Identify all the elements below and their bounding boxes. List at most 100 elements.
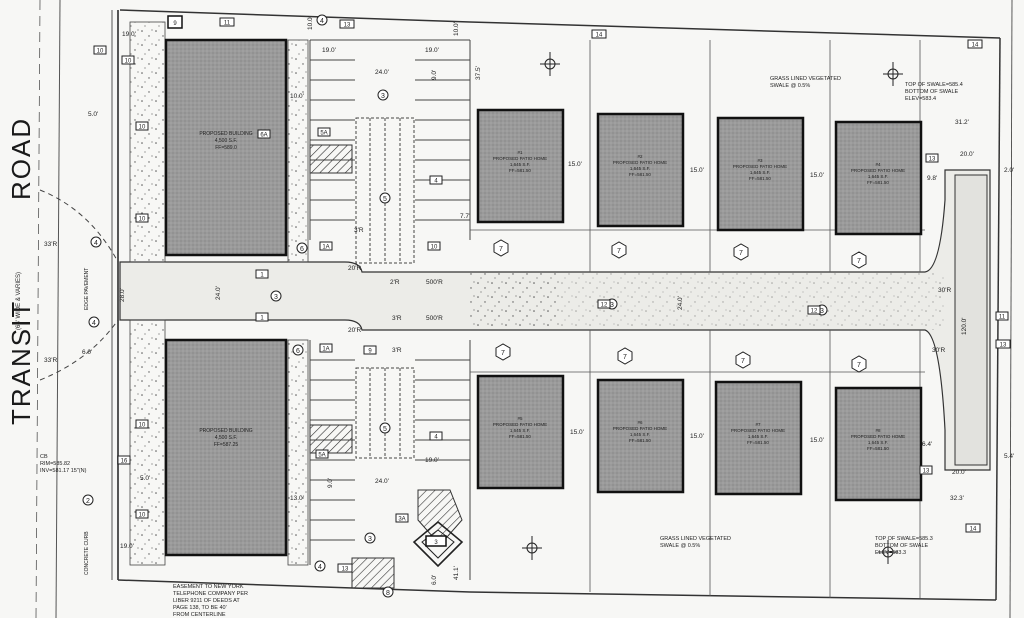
tag-10: 10 [135,419,149,429]
tag-12: 12 [597,299,611,309]
hex-label: 7 [617,248,621,255]
hex-callout-7: 7 [733,243,749,261]
callout-6: 6 [292,344,304,356]
elevation-note: TOP OF SWALE=585.4 [905,82,963,88]
tag-label: 1 [260,316,264,322]
tag-11: 11 [219,17,235,27]
target-icon [540,52,560,76]
dim-label: 19.0' [425,47,439,54]
tag-label: 10 [97,49,104,55]
tag-13: 13 [995,339,1011,349]
hex-label: 7 [857,362,861,369]
home-ff: FF=581.50 [509,434,531,439]
target-icon [883,62,903,86]
dim-label: 20.0' [960,151,974,158]
home-area: 1,645 S.F. [630,432,650,437]
hex-callout-7: 7 [493,239,509,257]
edge-pavement-note: EDGE PAVEMENT [84,268,90,310]
dim-label: 20.0' [952,469,966,476]
tag-label: 3A [398,517,405,523]
tag-6a: 6A [257,129,271,139]
tag-13: 13 [925,153,939,163]
tag-label: 10 [139,217,146,223]
tag-5a: 5A [317,127,331,137]
home-ff: FF=581.50 [509,168,531,173]
callout-label: 8 [386,590,390,597]
dimension-labels: 19.0' 19.0' 19.0' 19.0' 19.0' 24.0' 24.0… [44,16,1014,585]
hex-callout-7: 7 [735,351,751,369]
home-title: PROPOSED PATIO HOME [851,434,905,439]
tag-label: 1 [260,273,264,279]
home-title: PROPOSED PATIO HOME [493,422,547,427]
dim-label: 3'R [354,227,364,234]
dim-label: 19.0' [322,47,336,54]
easement-note: TELEPHONE COMPANY PER [173,591,248,597]
tag-label: 1A [322,245,329,251]
dim-label: 10.0' [453,22,460,36]
dim-label: 9.0' [327,478,334,488]
dim-label: 33'R [44,241,57,248]
dim-label: 9.0' [431,70,438,80]
dim-label: 41.1' [453,566,460,580]
private-drive [119,169,991,471]
tag-label: 13 [344,23,351,29]
home-area: 1,645 S.F. [510,428,530,433]
hex-label: 7 [501,350,505,357]
dim-label: 3'R [392,347,402,354]
dim-label: 15.0' [690,433,704,440]
callout-label: 4 [94,240,98,247]
home-ff: FF=581.50 [629,438,651,443]
dim-label: 30'R [938,287,951,294]
dim-label: 15.0' [568,161,582,168]
tag-1: 1 [255,269,269,279]
dim-label: 15.0' [690,167,704,174]
dim-label: 120.0' [961,317,968,335]
dim-label: 24.0' [375,478,389,485]
callout-label: 3 [610,302,614,309]
elevation-note: BOTTOM OF SWALE [875,543,929,549]
elevation-note: ELEV=583.3 [875,550,906,556]
home-title: PROPOSED PATIO HOME [733,164,787,169]
tag-13: 13 [339,19,355,29]
concrete-curb-note: CONCRETE CURB [84,531,90,575]
tag-label: 5A [318,453,325,459]
tag-3d: 3 [425,535,447,547]
tag-4: 4 [429,431,443,441]
catch-basin-note: INV=581.17 15"(N) [40,468,87,474]
tag-10: 10 [427,241,441,251]
square-tags: 9 11 13 14 14 14 13 13 13 13 11 1 1 10 1… [93,15,1011,573]
tag-4: 4 [429,175,443,185]
tag-9: 9 [363,345,377,355]
tag-label: 1A [322,347,329,353]
tag-3a: 3A [395,513,409,523]
dim-label: 31.2' [955,119,969,126]
dim-label: 24.0' [677,296,684,310]
commercial-building-north: PROPOSED BUILDING 4,500 S.F. FF=589.0 [164,38,288,257]
building-label: PROPOSED BUILDING [199,428,252,434]
patio-home-4: #4 PROPOSED PATIO HOME 1,645 S.F. FF=581… [834,120,923,236]
dim-label: 20'R [348,265,361,272]
dim-label: 7.7' [460,213,470,220]
dim-label: 24.0' [215,286,222,300]
tag-1: 1 [255,312,269,322]
tag-label: 4 [434,435,438,441]
tag-11: 11 [995,311,1009,321]
tag-label: 10 [139,513,146,519]
callout-label: 4 [320,18,324,25]
tag-9: 9 [167,15,183,29]
catch-basin-note: CB [40,454,48,460]
elevation-note: ELEV=583.4 [905,96,936,102]
callout-label: 4 [318,564,322,571]
dim-label: 5.0' [88,111,98,118]
tag-label: 10 [139,125,146,131]
tag-10: 10 [135,121,149,131]
circle-callouts: 4 4 4 4 2 6 6 8 5 5 3 3 3 3 3 [82,14,828,598]
home-number: #3 [757,158,763,163]
swale-note: GRASS LINED VEGETATED [660,536,731,542]
home-number: #8 [875,428,881,433]
dim-label: 6.4' [922,441,932,448]
home-number: #1 [517,150,523,155]
callout-5: 5 [379,192,391,204]
tag-label: 14 [596,33,603,39]
parking-lot-north [309,39,471,264]
